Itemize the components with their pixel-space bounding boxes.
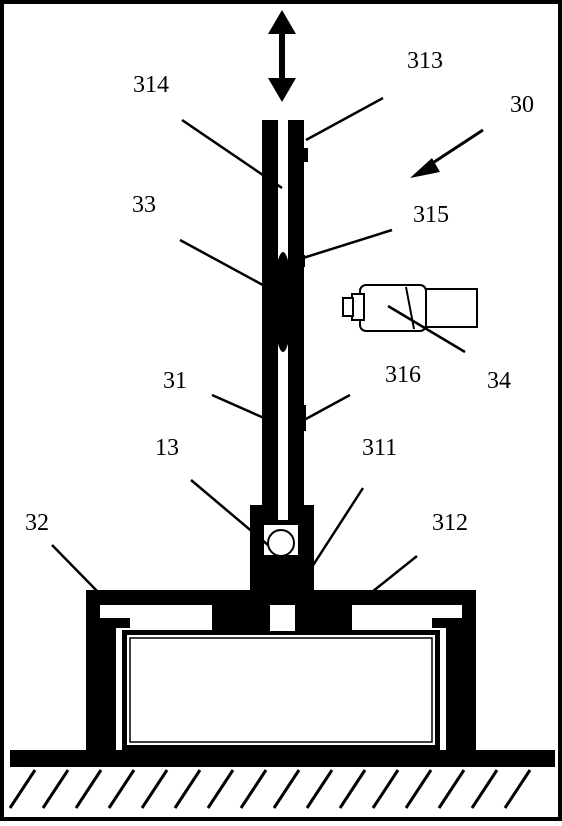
label-34: 34	[487, 368, 511, 394]
camera-34	[342, 284, 478, 332]
tube-marker-315	[300, 255, 305, 267]
label-31: 31	[163, 368, 187, 394]
reference-labels: 313 314 30 33 315 316 34 31 13 311 32 31…	[25, 48, 534, 536]
double-arrow-icon	[268, 10, 296, 102]
tube-marker-313	[302, 148, 308, 162]
label-315: 315	[413, 202, 449, 228]
label-32: 32	[25, 510, 49, 536]
inner-right-wall	[446, 618, 462, 750]
inner-left-wall	[100, 618, 116, 750]
label-13: 13	[155, 435, 179, 461]
leader-lines	[51, 96, 466, 593]
connector-block	[250, 505, 314, 631]
tube-marker-31	[300, 405, 306, 431]
label-311: 311	[362, 435, 397, 461]
label-30: 30	[510, 92, 534, 118]
label-314: 314	[133, 72, 169, 98]
inner-box	[122, 630, 440, 750]
housing-32	[86, 590, 476, 750]
vertical-tube-31	[262, 120, 308, 520]
label-312: 312	[432, 510, 468, 536]
label-313: 313	[407, 48, 443, 74]
inner-step-right	[432, 618, 462, 628]
ground-plate	[10, 750, 555, 767]
inner-step-left	[100, 618, 130, 628]
ground-hatching	[8, 769, 532, 809]
lens-33	[274, 252, 292, 352]
assembly-arrow-icon	[410, 128, 484, 178]
label-316: 316	[385, 362, 421, 388]
label-33: 33	[132, 192, 156, 218]
